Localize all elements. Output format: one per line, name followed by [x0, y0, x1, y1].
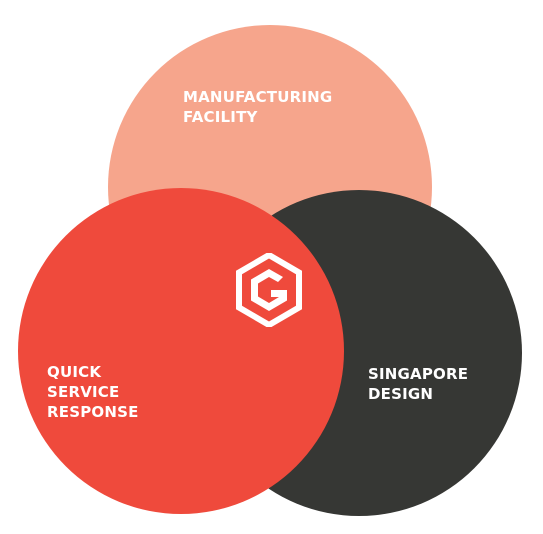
- hexagon-g-logo-icon: [236, 253, 302, 327]
- singapore-design-line-2: DESIGN: [368, 385, 434, 403]
- quick-service-response-line-3: RESPONSE: [47, 403, 139, 421]
- quick-service-response-line-1: QUICK: [47, 363, 102, 381]
- logo-g-shape: [251, 269, 287, 311]
- singapore-design-label: SINGAPORE DESIGN: [368, 364, 468, 404]
- logo-outer-hexagon: [236, 253, 302, 327]
- manufacturing-facility-label: MANUFACTURING FACILITY: [183, 87, 332, 127]
- manufacturing-facility-line-1: MANUFACTURING: [183, 88, 333, 106]
- quick-service-response-line-2: SERVICE: [47, 383, 120, 401]
- quick-service-response-label: QUICK SERVICE RESPONSE: [47, 362, 139, 422]
- manufacturing-facility-line-2: FACILITY: [183, 108, 258, 126]
- singapore-design-line-1: SINGAPORE: [368, 365, 469, 383]
- quick-service-response-circle: [18, 188, 344, 514]
